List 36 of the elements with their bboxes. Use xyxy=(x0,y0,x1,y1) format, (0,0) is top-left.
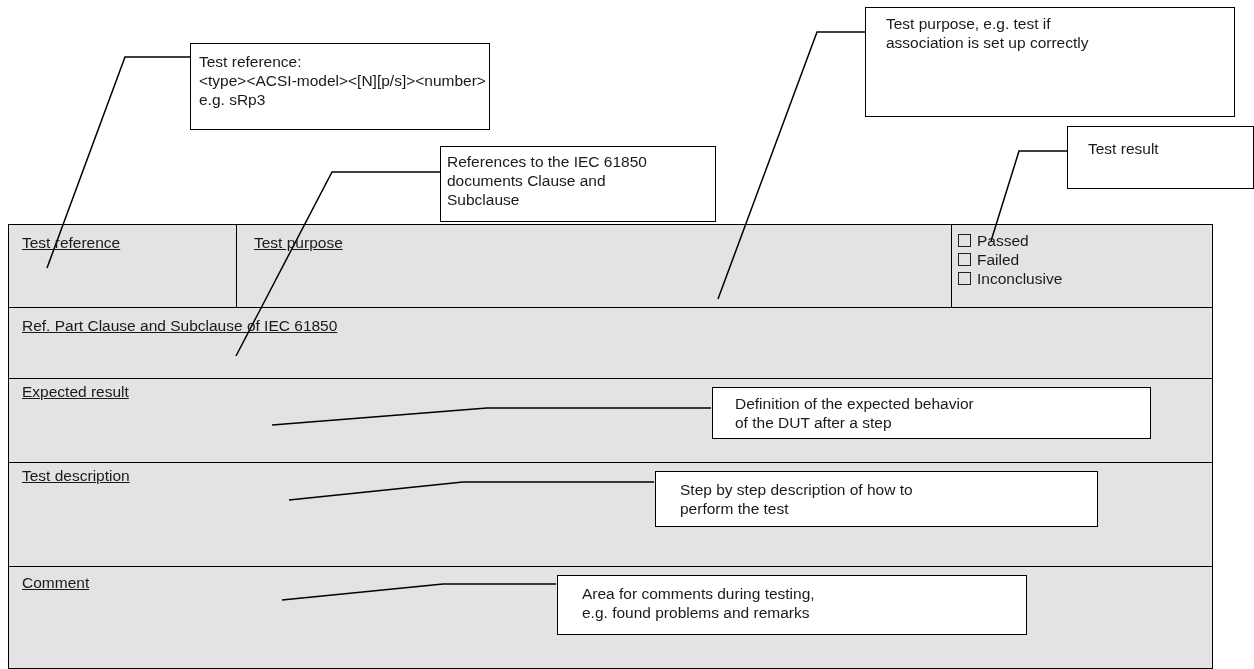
callout-text: Step by step description of how to perform the test xyxy=(680,480,914,518)
form-cell xyxy=(8,462,1213,567)
form-cell xyxy=(8,566,1213,669)
callout-box xyxy=(557,575,1027,635)
field-heading: Test description xyxy=(22,466,130,485)
field-heading: Expected result xyxy=(22,382,129,401)
leader-line xyxy=(717,31,866,300)
option-label: Passed xyxy=(977,232,1029,249)
form-cell xyxy=(236,224,952,308)
callout-text: <type><ACSI-model><[N][p/s]><number> xyxy=(199,71,483,90)
callout-text: Test result xyxy=(1088,139,1160,158)
form-cell xyxy=(8,307,1213,379)
leader-line xyxy=(46,56,191,269)
callout-box xyxy=(865,7,1235,117)
callout-box xyxy=(655,471,1098,527)
field-heading: Comment xyxy=(22,573,90,592)
form-cell xyxy=(8,224,237,308)
callout-box xyxy=(712,387,1151,439)
leader-line xyxy=(235,171,441,357)
form-cell xyxy=(8,378,1213,463)
leader-line xyxy=(990,150,1068,242)
callout-box xyxy=(190,43,490,130)
leader-line xyxy=(271,407,712,426)
leader-line xyxy=(288,481,655,501)
callout-text: e.g. sRp3 xyxy=(199,90,267,109)
option-label: Failed xyxy=(977,251,1020,268)
callout-text: Area for comments during testing, e.g. found problems and remarks xyxy=(582,584,816,622)
option-label: Inconclusive xyxy=(977,270,1063,287)
callout-box xyxy=(1067,126,1254,189)
callout-text: Definition of the expected behavior of the DUT after a step xyxy=(735,394,975,432)
leader-line xyxy=(281,583,557,601)
result-cell xyxy=(951,224,1213,308)
callout-text: Test purpose, e.g. test if association is set up correctly xyxy=(886,14,1090,52)
callout-text: References to the IEC 61850 documents Clause and Subclause xyxy=(447,152,647,209)
callout-box xyxy=(440,146,716,222)
callout-text: Test reference: xyxy=(199,52,303,71)
